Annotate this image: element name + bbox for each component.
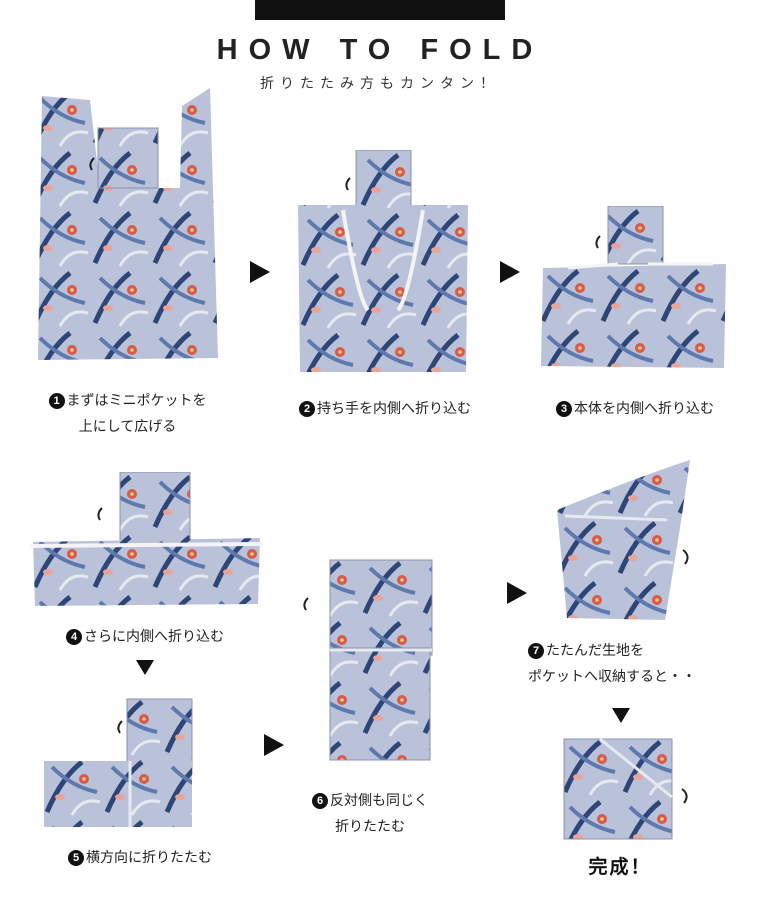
step-6-photo <box>300 558 440 763</box>
arrow-down-icon <box>136 660 154 675</box>
step-number-badge: 6 <box>312 793 328 809</box>
arrow-right-icon <box>264 734 284 756</box>
tote-bag-image <box>38 88 218 360</box>
step-number-badge: 5 <box>68 850 84 866</box>
step-number-badge: 4 <box>66 629 82 645</box>
step-1-photo <box>30 88 225 368</box>
step-2-photo <box>298 150 468 375</box>
final-label: 完成！ <box>588 856 652 878</box>
header-bar <box>255 0 505 20</box>
step-number-badge: 3 <box>556 401 572 417</box>
page-subtitle: 折りたたみ方もカンタン！ <box>260 76 500 92</box>
final-photo <box>560 737 700 842</box>
arrow-right-icon <box>507 582 527 604</box>
step-3-photo <box>538 206 728 371</box>
step-number-badge: 2 <box>299 401 315 417</box>
step-4-photo <box>30 472 262 610</box>
step-7-photo <box>555 458 700 623</box>
arrow-down-icon <box>612 708 630 723</box>
arrow-right-icon <box>500 261 520 283</box>
page-title: HOW TO FOLD <box>216 34 544 66</box>
step-number-badge: 1 <box>48 393 65 409</box>
arrow-right-icon <box>250 261 270 283</box>
step-number-badge: 7 <box>528 643 544 659</box>
step-5-photo <box>42 697 197 830</box>
